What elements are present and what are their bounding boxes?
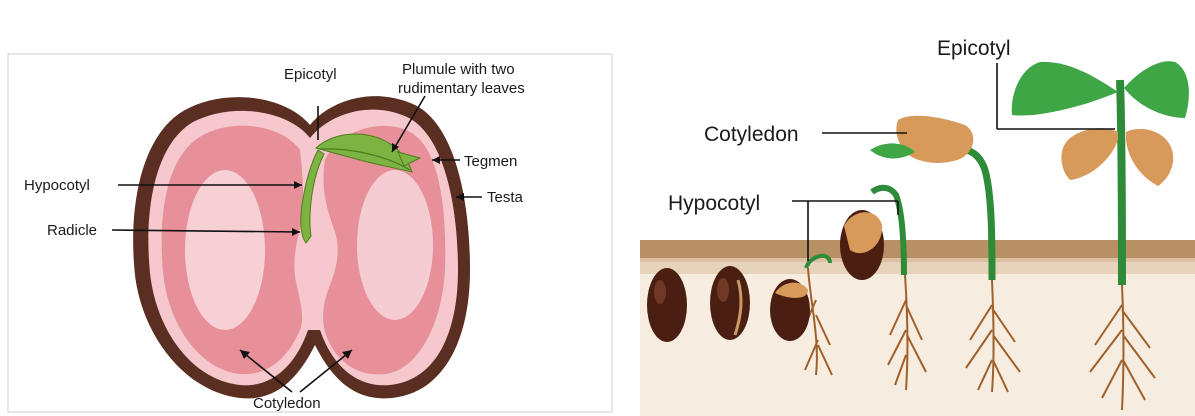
stage-6-cotyledon-left [1061, 128, 1118, 180]
seed-stage-2 [710, 266, 750, 340]
seed-stage-1-shine [654, 280, 666, 304]
germination-svg: Epicotyl Cotyledon Hypocotyl [640, 0, 1195, 416]
germination-diagram: Epicotyl Cotyledon Hypocotyl [640, 0, 1195, 416]
stage-5-cotyledon [896, 116, 973, 163]
label-epicotyl: Epicotyl [937, 37, 1011, 60]
label-cotyledon: Cotyledon [253, 395, 321, 412]
stage-6-right-leaf [1124, 61, 1189, 118]
seed-stage-2-shine [717, 278, 729, 302]
label-radicle: Radicle [47, 222, 97, 239]
right-cotyledon-highlight [357, 170, 433, 320]
stage-6-left-leaf [1012, 62, 1118, 116]
seed-structure-diagram: Epicotyl Plumule with two rudimentary le… [0, 0, 620, 416]
label-hypocotyl: Hypocotyl [24, 177, 90, 194]
label-testa: Testa [487, 189, 524, 206]
left-cotyledon-highlight [185, 170, 265, 330]
stage-6-cotyledon-right [1126, 129, 1173, 186]
label-hypocotyl: Hypocotyl [668, 192, 760, 215]
label-epicotyl: Epicotyl [284, 66, 337, 83]
label-cotyledon: Cotyledon [704, 123, 799, 146]
label-plumule-line1: Plumule with two [402, 61, 515, 78]
label-tegmen: Tegmen [464, 153, 517, 170]
seed-structure-svg: Epicotyl Plumule with two rudimentary le… [0, 0, 620, 416]
seed-stage-1 [647, 268, 687, 342]
label-plumule-line2: rudimentary leaves [398, 80, 525, 97]
